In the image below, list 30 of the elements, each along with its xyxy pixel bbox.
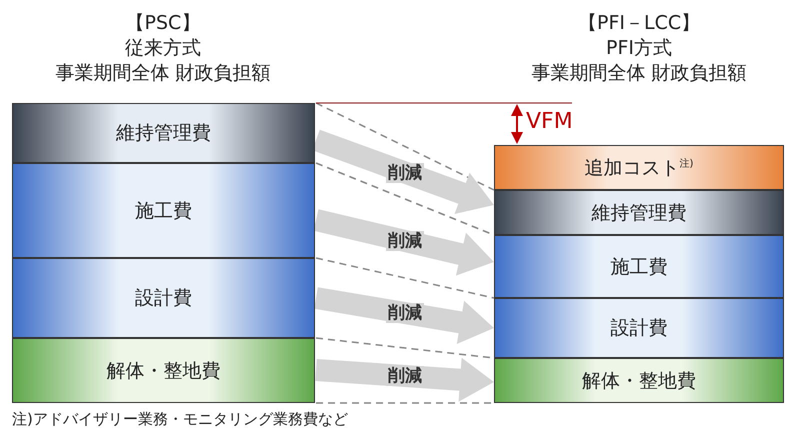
dimension-label: VFM (526, 109, 573, 134)
cost-segment (494, 358, 784, 403)
footnote: 注)アドバイザリー業務・モニタリング業務費など (12, 410, 348, 429)
edge-label: 削減 (386, 366, 424, 386)
segment-label: 追加コスト$^{注)}$ (584, 156, 694, 180)
edge-label: 削減 (386, 231, 424, 251)
segment-label: 設計費 (610, 316, 668, 341)
column-heading: 事業期間全体 財政負担額 (532, 61, 747, 86)
cost-segment (12, 103, 315, 163)
cost-segment (12, 163, 315, 258)
column-heading: 従来方式 (125, 36, 201, 61)
segment-label: 施工費 (610, 254, 668, 280)
edge-label: 削減 (386, 303, 424, 323)
segment-label: 解体・整地費 (106, 358, 220, 384)
cost-segment (12, 258, 315, 338)
edge-label: 削減 (386, 162, 424, 182)
segment-label: 解体・整地費 (582, 368, 696, 394)
segment-label: 維持管理費 (592, 200, 686, 226)
cost-segment (12, 338, 315, 403)
column-heading: PFI方式 (606, 36, 672, 61)
segment-label: 設計費 (135, 286, 192, 311)
cost-segment (494, 235, 784, 298)
segment-label: 維持管理費 (116, 121, 211, 146)
cost-segment (494, 298, 784, 358)
column-heading: 【PFI－LCC】 (578, 11, 700, 36)
segment-label: 施工費 (135, 198, 192, 224)
cost-segment (494, 190, 784, 235)
cost-segment (494, 145, 784, 190)
column-heading: 【PSC】 (126, 11, 200, 36)
column-heading: 事業期間全体 財政負担額 (56, 61, 271, 86)
